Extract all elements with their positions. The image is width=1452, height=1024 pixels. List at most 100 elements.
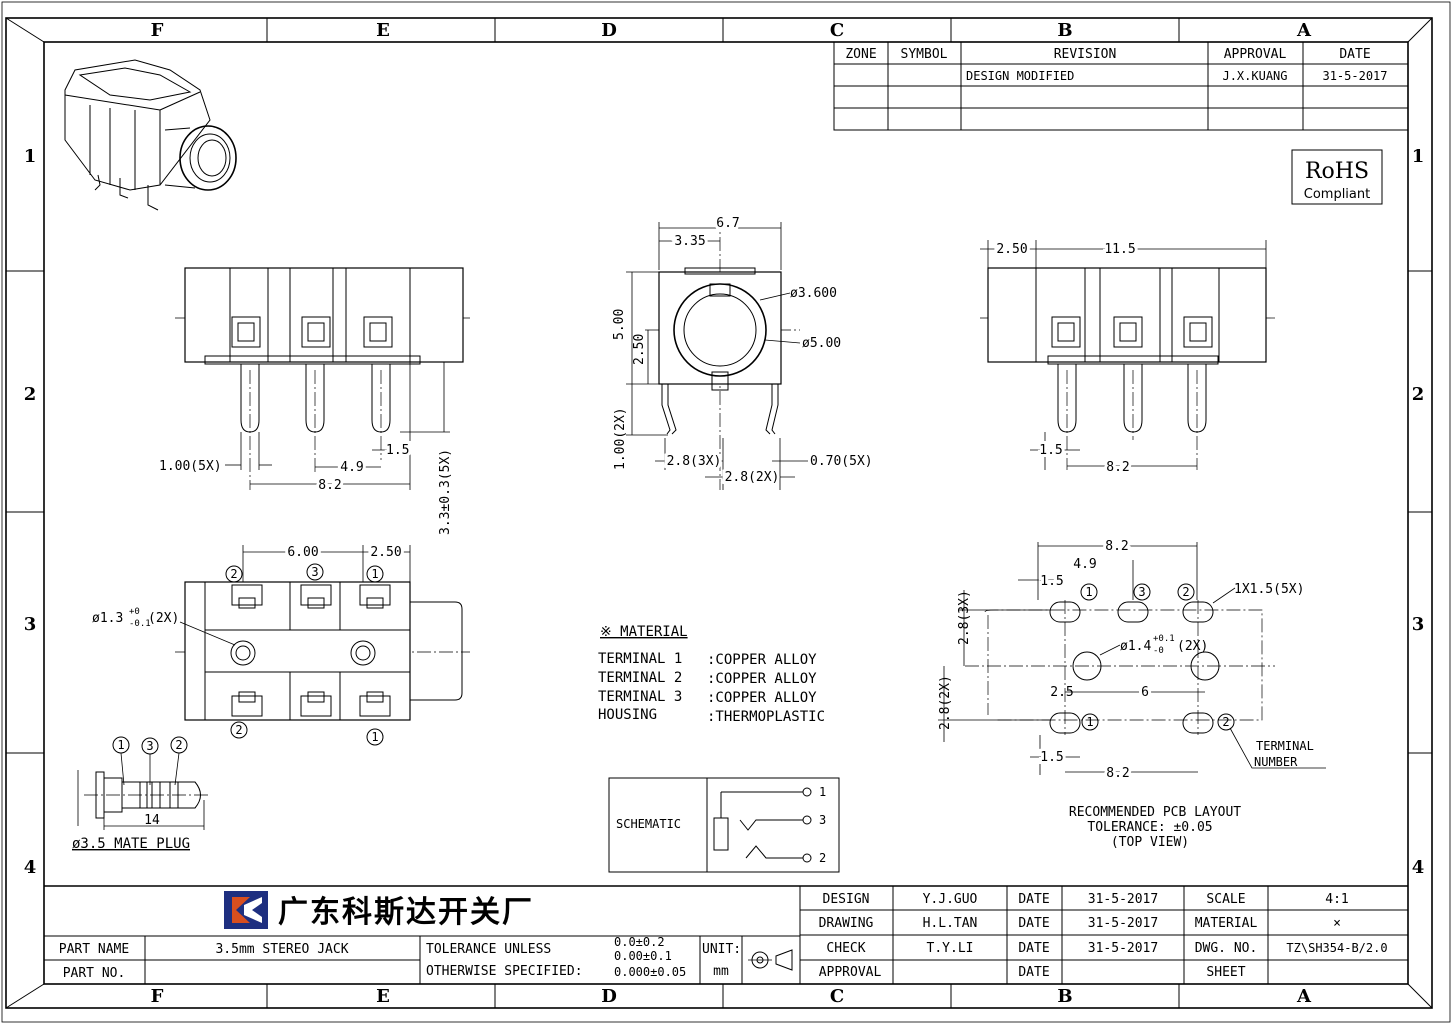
tb-date-label: DATE [1018,941,1049,956]
dim-pin-width: 1.00(5X) [159,459,222,474]
pcb-dim-slot: 1X1.5(5X) [1234,582,1304,597]
material-list: ※ MATERIAL TERMINAL 1 :COPPER ALLOY TERM… [598,624,825,725]
rev-header-revision: REVISION [1054,47,1117,62]
dim-bottom-hole-tol-plus: +0 [129,607,140,617]
pcb-dim-span: 6 [1141,685,1149,700]
dim-bottom-span: 6.00 [287,545,318,560]
dim-pitch-small: 1.5 [386,443,409,458]
zone-col-bottom: F [151,986,164,1007]
tb-value: 4:1 [1325,892,1348,907]
front-view: 6.7 3.35 5.00 2.50 1.00(2X) ø3.600 ø5.00… [612,213,873,490]
dim-bottom-hole-count: (2X) [148,611,179,626]
zone-row-left: 4 [24,857,37,878]
pcb-dim-small: 1.5 [1040,574,1063,589]
tb-date: 31-5-2017 [1088,941,1158,956]
outer-frame [5,17,1433,1009]
pcb-dim-bottom-total: 8.2 [1106,766,1129,781]
zone-col-bottom: A [1296,986,1312,1007]
material-value: :COPPER ALLOY [707,671,817,687]
zone-col-top: A [1296,20,1312,41]
pcb-terminal-label-2: NUMBER [1254,755,1298,769]
zone-col-top: F [151,20,164,41]
dim-bottom-hole: ø1.3 [92,611,123,626]
mate-plug: 1 3 2 14 ø3.5 MATE PLUG [72,736,210,852]
zone-row-right: 1 [1412,146,1425,167]
tb-date: 31-5-2017 [1088,892,1158,907]
tolerance-3: 0.000±0.05 [614,965,686,979]
pcb-pad-number: 1 [1086,715,1093,729]
plug-terminal-number: 1 [117,738,124,752]
material-part: TERMINAL 1 [598,651,682,667]
rev-header-zone: ZONE [845,47,876,62]
tb-role: APPROVAL [819,965,882,980]
rohs-title: RoHS [1305,159,1369,184]
zone-col-bottom: E [376,986,390,1007]
bottom-terminal-number: 2 [235,723,242,737]
plug-caption: ø3.5 MATE PLUG [72,836,190,852]
tb-key: SHEET [1206,965,1245,980]
pcb-caption-3: (TOP VIEW) [1111,835,1189,850]
dim-pin-spacing-b: 2.8(2X) [725,470,780,485]
dim-bottom-hole-tol-minus: -0.1 [129,619,151,629]
dim-right-offset: 2.50 [996,242,1027,257]
dim-pin-thickness: 0.70(5X) [810,454,873,469]
rev-header-date: DATE [1339,47,1370,62]
dim-outer-dia: ø5.00 [802,336,841,351]
pcb-dim-total: 8.2 [1105,539,1128,554]
plug-terminal-number: 2 [175,738,182,752]
pcb-dim-mid: 4.9 [1073,557,1096,572]
schematic-pin: 3 [819,813,826,827]
rohs-subtitle: Compliant [1304,187,1370,202]
zone-col-bottom: C [830,986,844,1007]
company-logo-icon [224,891,268,929]
tb-date: 31-5-2017 [1088,916,1158,931]
tolerance-1: 0.0±0.2 [614,935,665,949]
unit-value: mm [713,964,729,979]
inner-frame [43,41,1409,985]
tb-date-label: DATE [1018,965,1049,980]
part-name-value: 3.5mm STEREO JACK [215,942,348,957]
pcb-terminal-label-1: TERMINAL [1256,739,1314,753]
tb-value: TZ\SH354-B/2.0 [1286,941,1387,955]
dim-front-pin-height: 1.00(2X) [613,407,628,470]
plug-terminal-number: 3 [146,739,153,753]
tb-key: SCALE [1206,892,1245,907]
dim-right-pitch-total: 8.2 [1106,460,1129,475]
tb-role: DESIGN [823,892,870,907]
zone-dividers [6,18,1432,1008]
tolerance-label-2: OTHERWISE SPECIFIED: [426,964,583,979]
material-value: :COPPER ALLOY [707,690,817,706]
schematic-label: SCHEMATIC [616,817,681,831]
revision-table: ZONE SYMBOL REVISION APPROVAL DATE DESIG… [833,41,1409,131]
pcb-pad-number: 3 [1138,585,1145,599]
dim-front-height: 5.00 [612,309,627,340]
rohs-badge: RoHS Compliant [1291,149,1383,205]
tb-value: × [1333,916,1341,931]
side-view-right: 2.50 11.5 1.5 8.2 [980,239,1275,478]
tolerance-2: 0.00±0.1 [614,949,672,963]
bottom-view: 6.00 2.50 ø1.3 +0 -0.1 (2X) 2 3 1 2 1 [92,542,470,746]
dim-front-half-width: 3.35 [674,234,705,249]
dim-pitch-mid: 4.9 [340,460,363,475]
pcb-dim-offset: 2.5 [1050,685,1073,700]
material-part: TERMINAL 3 [598,689,682,705]
pcb-dim-pitch-b: 2.8(2X) [938,675,953,730]
tb-date-label: DATE [1018,892,1049,907]
material-value: :THERMOPLASTIC [707,709,825,725]
zone-col-top: C [830,20,844,41]
tb-key: MATERIAL [1195,916,1258,931]
zone-row-right: 2 [1412,384,1425,405]
zone-col-bottom: D [601,986,617,1007]
pcb-dim-hole-tol-minus: -0 [1153,646,1164,656]
bottom-terminal-number: 2 [230,567,237,581]
unit-label: UNIT: [702,942,741,957]
zone-row-left: 2 [24,384,37,405]
dim-pin-length: 3.3±0.3(5X) [438,449,453,535]
dim-pitch-total: 8.2 [318,478,341,493]
dim-plug-length: 14 [144,813,160,828]
pcb-dim-pitch-a: 2.8(3X) [957,590,972,645]
bottom-terminal-number: 1 [371,730,378,744]
pcb-dim-hole: ø1.4 [1120,639,1151,654]
title-block: 广东科斯达开关厂 PART NAME 3.5mm STEREO JACK PAR… [44,885,1408,984]
